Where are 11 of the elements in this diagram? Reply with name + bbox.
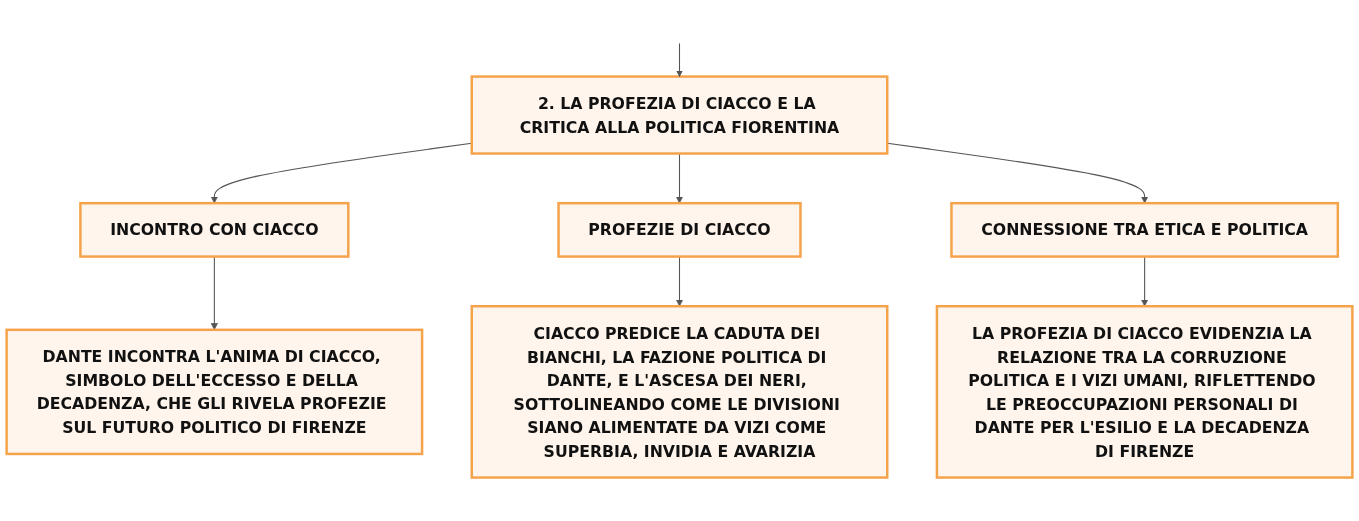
- arrow: [675, 153, 684, 204]
- topic-box: 2. LA PROFEZIA DI CIACCO E LA CRITICA ALLA POLITICA FIORENTINA: [470, 75, 889, 155]
- topic-box: PROFEZIE DI CIACCO: [557, 201, 802, 258]
- topic-box: CIACCO PREDICE LA CADUTA DEI BIANCHI, LA FAZIONE POLITICA DI DANTE, E L'ASCESA DEI NERI, SOTTOLINEANDO COME LE DIVISIONI SIANO ALIMENTATE DA VIZI COME SUPERBIA, INVIDIA E AVARIZIA: [470, 305, 889, 479]
- topic-box: CONNESSIONE TRA ETICA E POLITICA: [950, 201, 1340, 258]
- topic-box: LA PROFEZIA DI CIACCO EVIDENZIA LA RELAZIONE TRA LA CORRUZIONE POLITICA E I VIZI UMANI, RIFLETTENDO LE PREOCCUPAZIONI PERSONALI DI DANTE PER L'ESILIO E LA DECADENZA DI FIRENZE: [935, 305, 1354, 479]
- topic-box: INCONTRO CON CIACCO: [79, 201, 350, 258]
- arrow: [1141, 256, 1149, 307]
- arrow: [676, 42, 683, 78]
- topic-box: DANTE INCONTRA L'ANIMA DI CIACCO, SIMBOLO DELL'ECCESSO E DELLA DECADENZA, CHE GLI RIVELA PROFEZIE SUL FUTURO POLITICO DI FIRENZE: [5, 328, 424, 456]
- arrow: [675, 256, 684, 307]
